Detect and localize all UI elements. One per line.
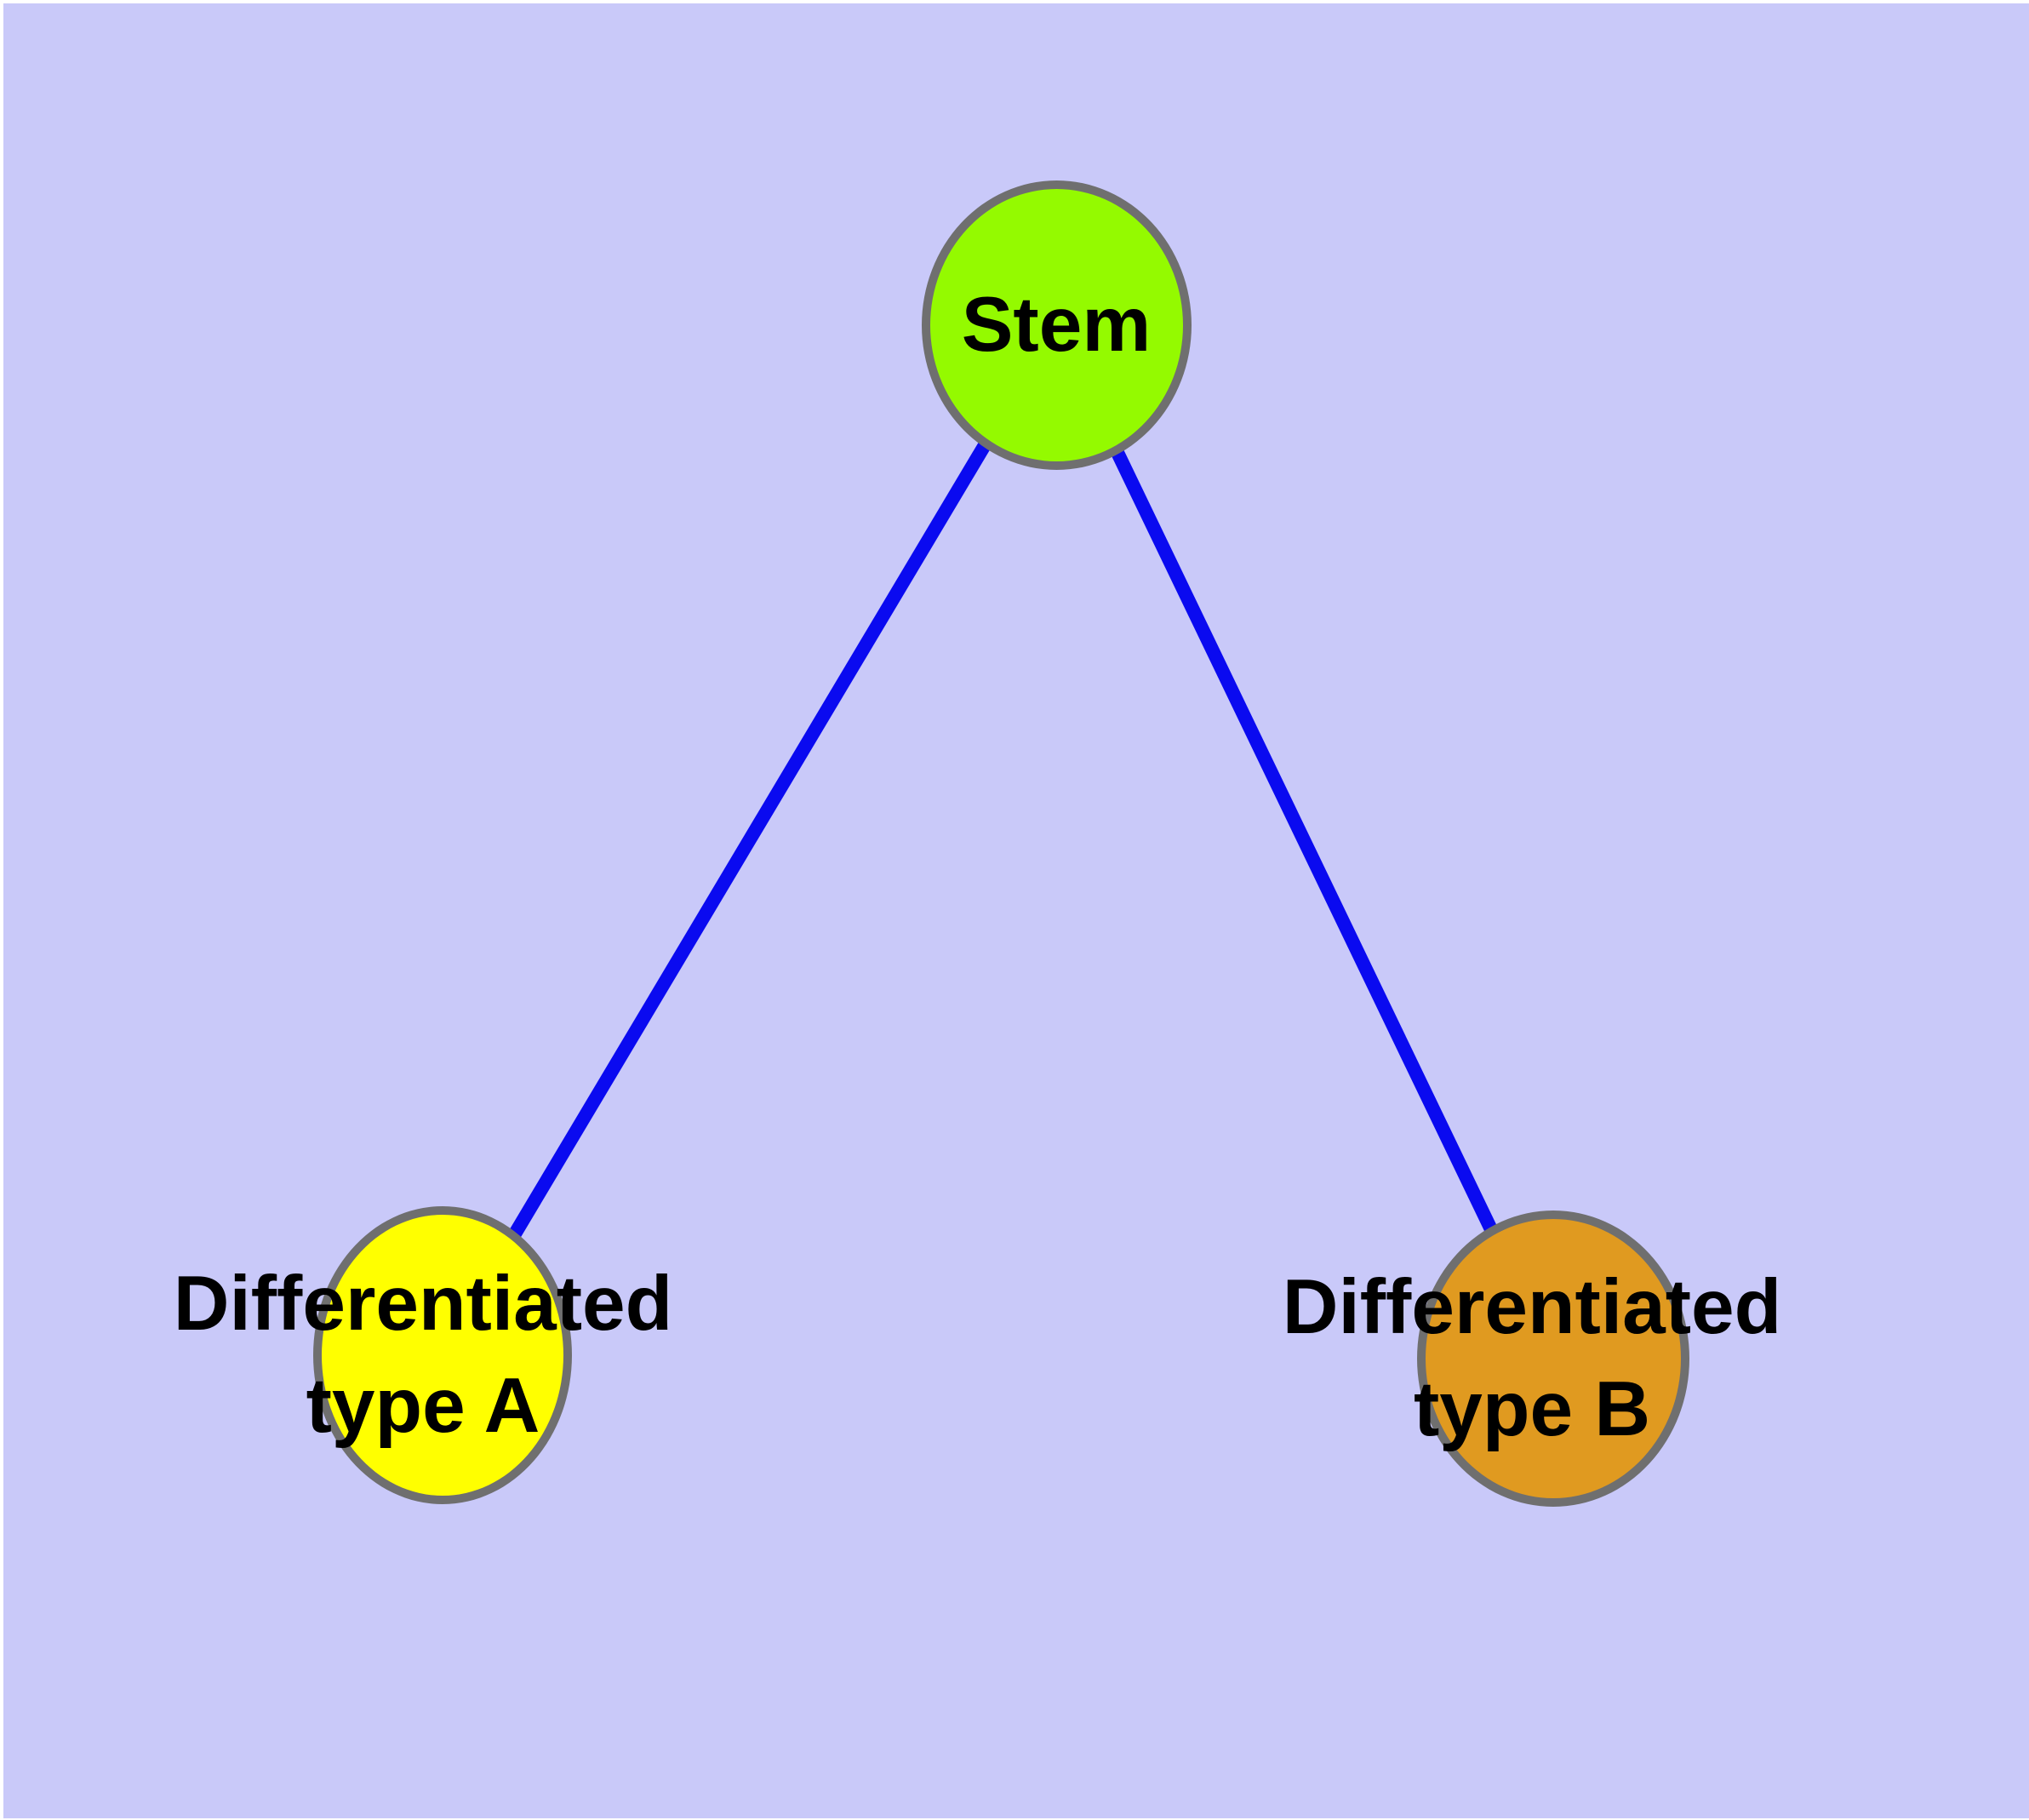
diagram-canvas: Stem Differentiated type A Differentiate… (3, 3, 2029, 1818)
label-line-2: type A (306, 1363, 540, 1449)
label-line-2: type B (1413, 1366, 1651, 1452)
node-stem (922, 180, 1192, 470)
label-line-1: Differentiated (1282, 1264, 1782, 1350)
edge-stem-to-type-b (1049, 322, 1560, 1362)
node-differentiated-type-b-label: Differentiated type B (1283, 1256, 1782, 1461)
node-stem-label: Stem (961, 282, 1152, 368)
node-differentiated-type-b (1417, 1210, 1689, 1507)
node-differentiated-type-a-label: Differentiated type A (174, 1253, 673, 1457)
edge-stem-to-type-a (437, 321, 1062, 1359)
label-line-1: Differentiated (173, 1261, 673, 1347)
node-differentiated-type-a (313, 1206, 572, 1504)
